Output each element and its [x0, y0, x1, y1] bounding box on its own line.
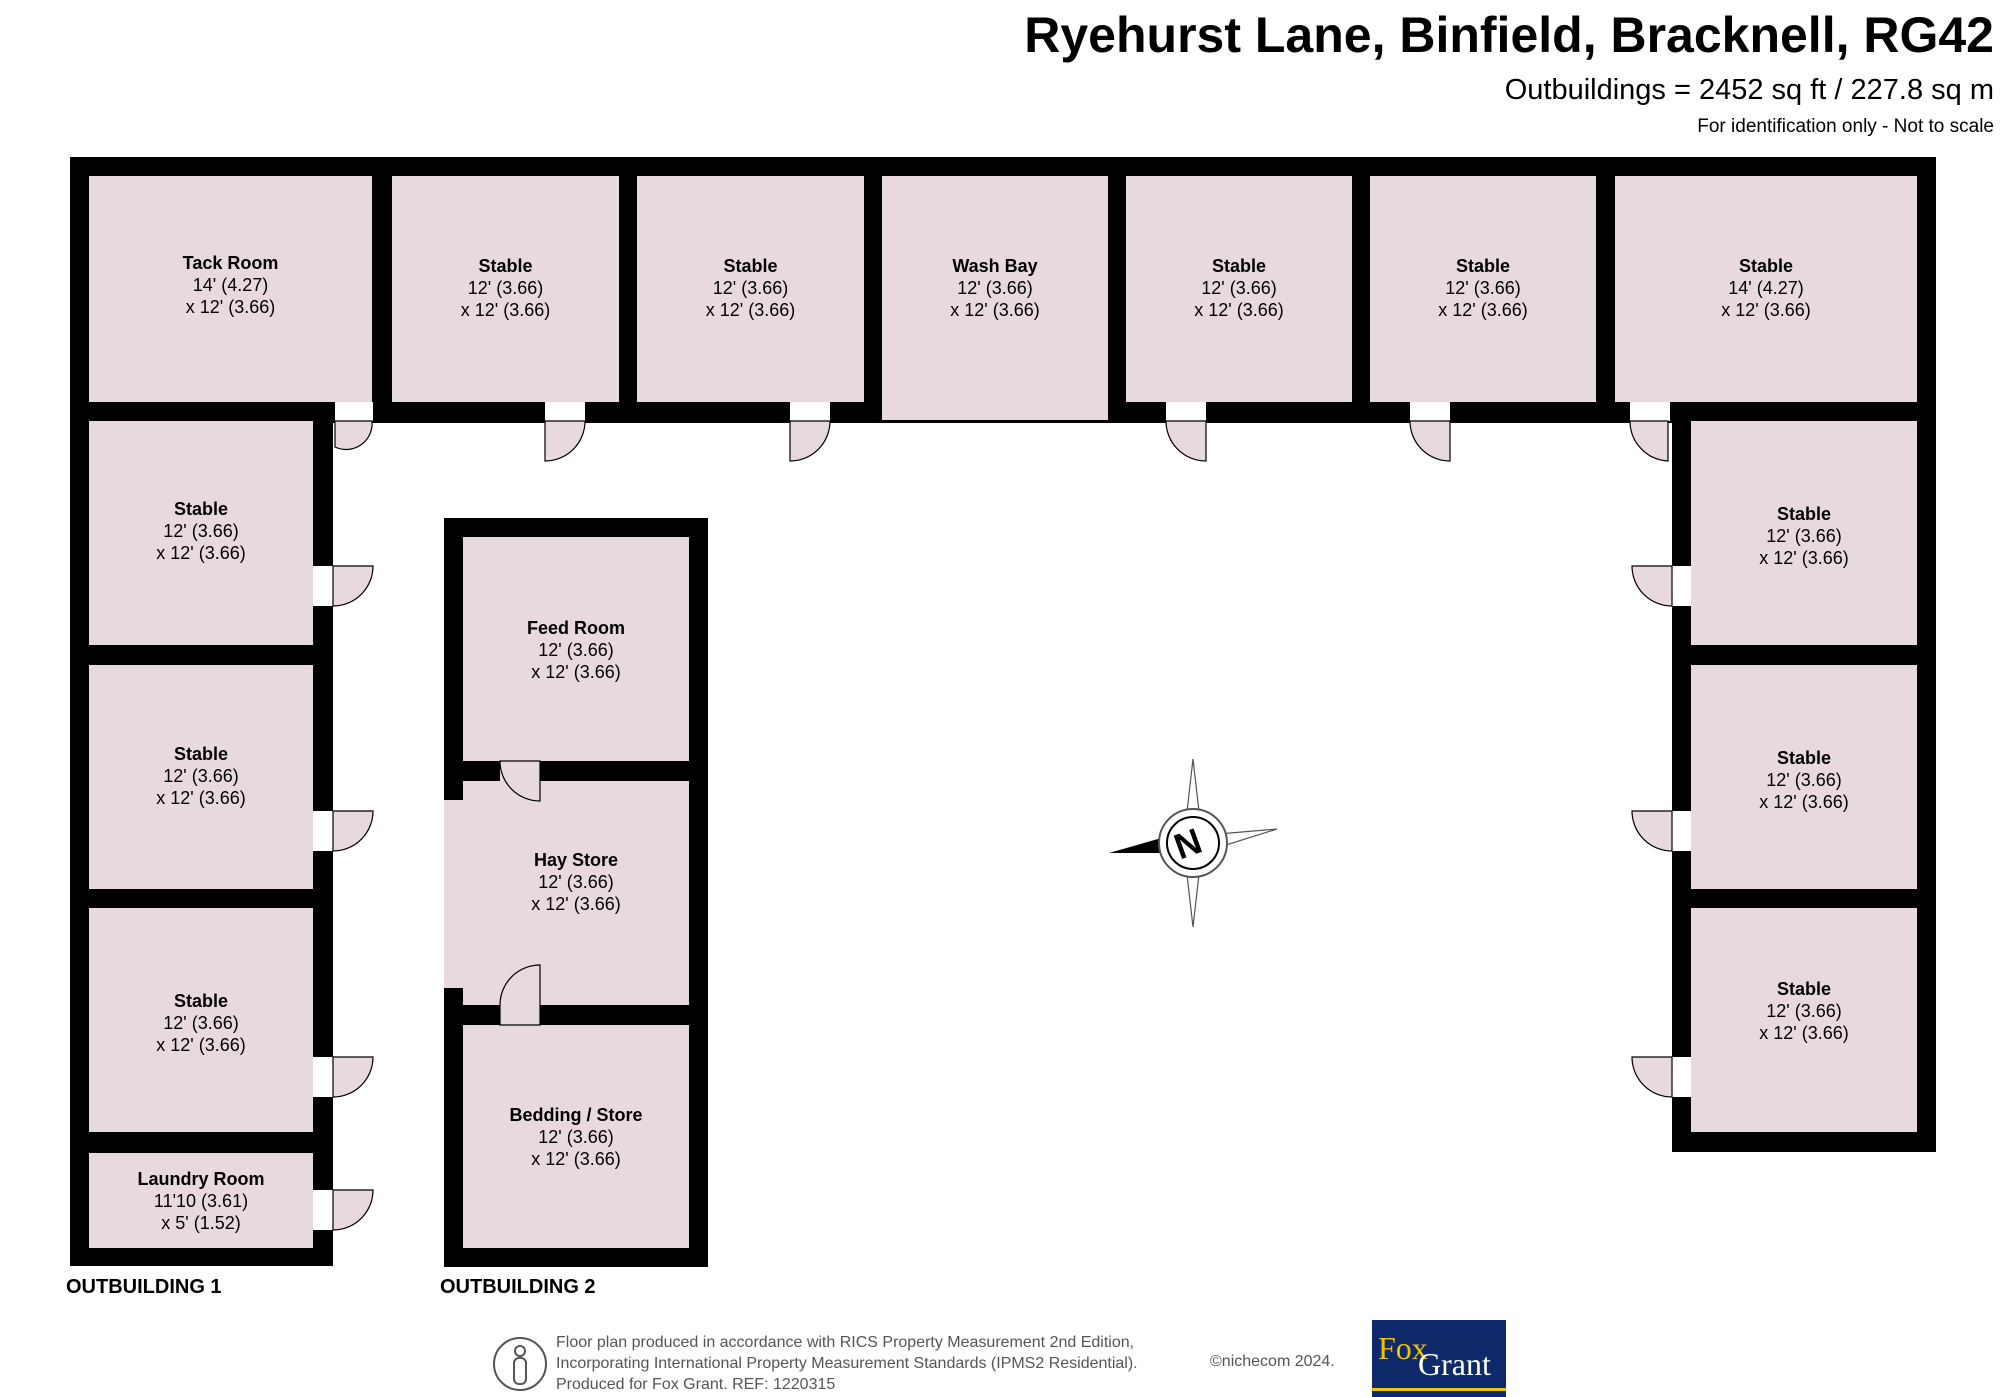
- page-title: Ryehurst Lane, Binfield, Bracknell, RG42: [1024, 7, 1994, 63]
- courtyard-openings: [313, 402, 1691, 1230]
- outbuilding-2-label: OUTBUILDING 2: [440, 1276, 596, 1298]
- door-swings: [332, 420, 1673, 1231]
- person-icon: [493, 1337, 547, 1391]
- compass-rose-icon: [1109, 758, 1278, 928]
- area-summary: Outbuildings = 2452 sq ft / 227.8 sq m: [1504, 74, 1994, 106]
- fox-grant-logo: Fox Grant: [1372, 1320, 1506, 1397]
- room-floors: [89, 176, 1917, 1248]
- copyright: ©nichecom 2024.: [1210, 1353, 1335, 1370]
- outbuilding-1-label: OUTBUILDING 1: [66, 1276, 222, 1298]
- scale-note: For identification only - Not to scale: [1697, 116, 1994, 137]
- outbuilding-2: [444, 518, 708, 1267]
- footer-disclaimer: Floor plan produced in accordance with R…: [556, 1334, 1138, 1393]
